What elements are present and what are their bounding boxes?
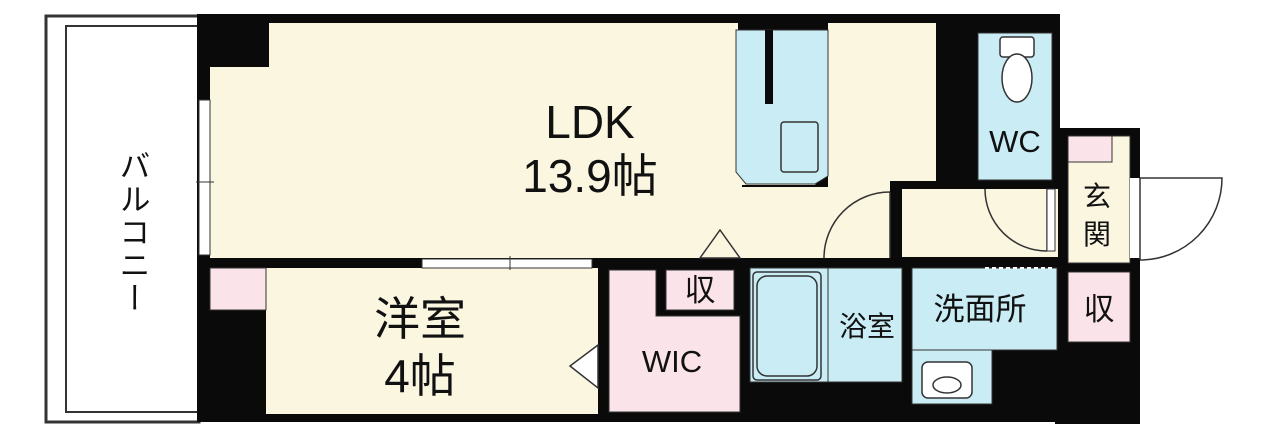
entrance-door-opening [1130, 178, 1140, 258]
western-closet [209, 267, 267, 311]
ldk-room: LDK 13.9帖 [196, 23, 970, 258]
ldk-window [198, 99, 211, 256]
wic-storage: 収 [665, 269, 735, 311]
wc-door-swing [984, 188, 1048, 252]
top-left-column [210, 23, 269, 67]
ldk-floor-right [828, 23, 936, 187]
entrance-label-2: 関 [1083, 219, 1111, 250]
entrance-label-1: 玄 [1083, 181, 1111, 212]
ldk-column-dark [936, 23, 970, 89]
hallway-door-swing [823, 191, 891, 259]
ldk-door-marker [698, 228, 742, 259]
bathroom: 浴室 [749, 267, 903, 383]
western-door-marker [568, 343, 599, 390]
bathroom-label: 浴室 [839, 311, 895, 342]
wic-storage-floor [665, 269, 735, 311]
western-room: 洋室 4帖 [209, 256, 599, 414]
ldk-column-slant [936, 80, 970, 106]
western-window [421, 258, 593, 269]
entrance-shoe-box [1067, 135, 1113, 163]
kitchen-counter [735, 29, 829, 185]
ldk-floor [210, 23, 890, 258]
western-floor [266, 268, 598, 414]
wic-label: WIC [642, 344, 702, 379]
walk-in-closet: WIC [608, 269, 741, 413]
hallway-door-jamb [1046, 188, 1056, 252]
vanity-bowl [932, 376, 962, 394]
western-size: 4帖 [384, 350, 456, 402]
bathtub [752, 271, 822, 381]
washroom-label: 洗面所 [934, 292, 1027, 327]
hallway-divider [890, 181, 1058, 189]
washroom: 洗面所 [911, 267, 1058, 405]
ldk-column-dark-2 [936, 89, 970, 187]
balcony [44, 14, 201, 424]
wic-floor [608, 269, 741, 413]
ldk-label: LDK [545, 96, 635, 148]
entrance-storage-floor [1067, 271, 1131, 343]
western-label: 洋室 [374, 293, 466, 345]
balcony-outline [44, 14, 201, 424]
kitchen-sink [780, 121, 819, 173]
balcony-label: バルコニー [115, 150, 150, 315]
bathtub-inner [756, 275, 818, 377]
toilet-bowl [1001, 53, 1033, 103]
toilet-room: WC [977, 32, 1053, 181]
ldk-size: 13.9帖 [522, 150, 658, 202]
hallway [823, 181, 1058, 259]
kitchen-partition [765, 30, 773, 104]
hallway-post [890, 187, 902, 257]
toilet-label: WC [989, 124, 1041, 159]
entrance-storage-label: 収 [1084, 292, 1115, 327]
wic-storage-label: 収 [685, 273, 716, 308]
hallway-floor [890, 187, 1058, 257]
entrance-door-swing [1139, 177, 1223, 261]
washroom-floor [911, 267, 1058, 351]
entrance: 玄 関 玄関 [1067, 135, 1223, 264]
entrance-storage: 収 [1067, 271, 1131, 343]
